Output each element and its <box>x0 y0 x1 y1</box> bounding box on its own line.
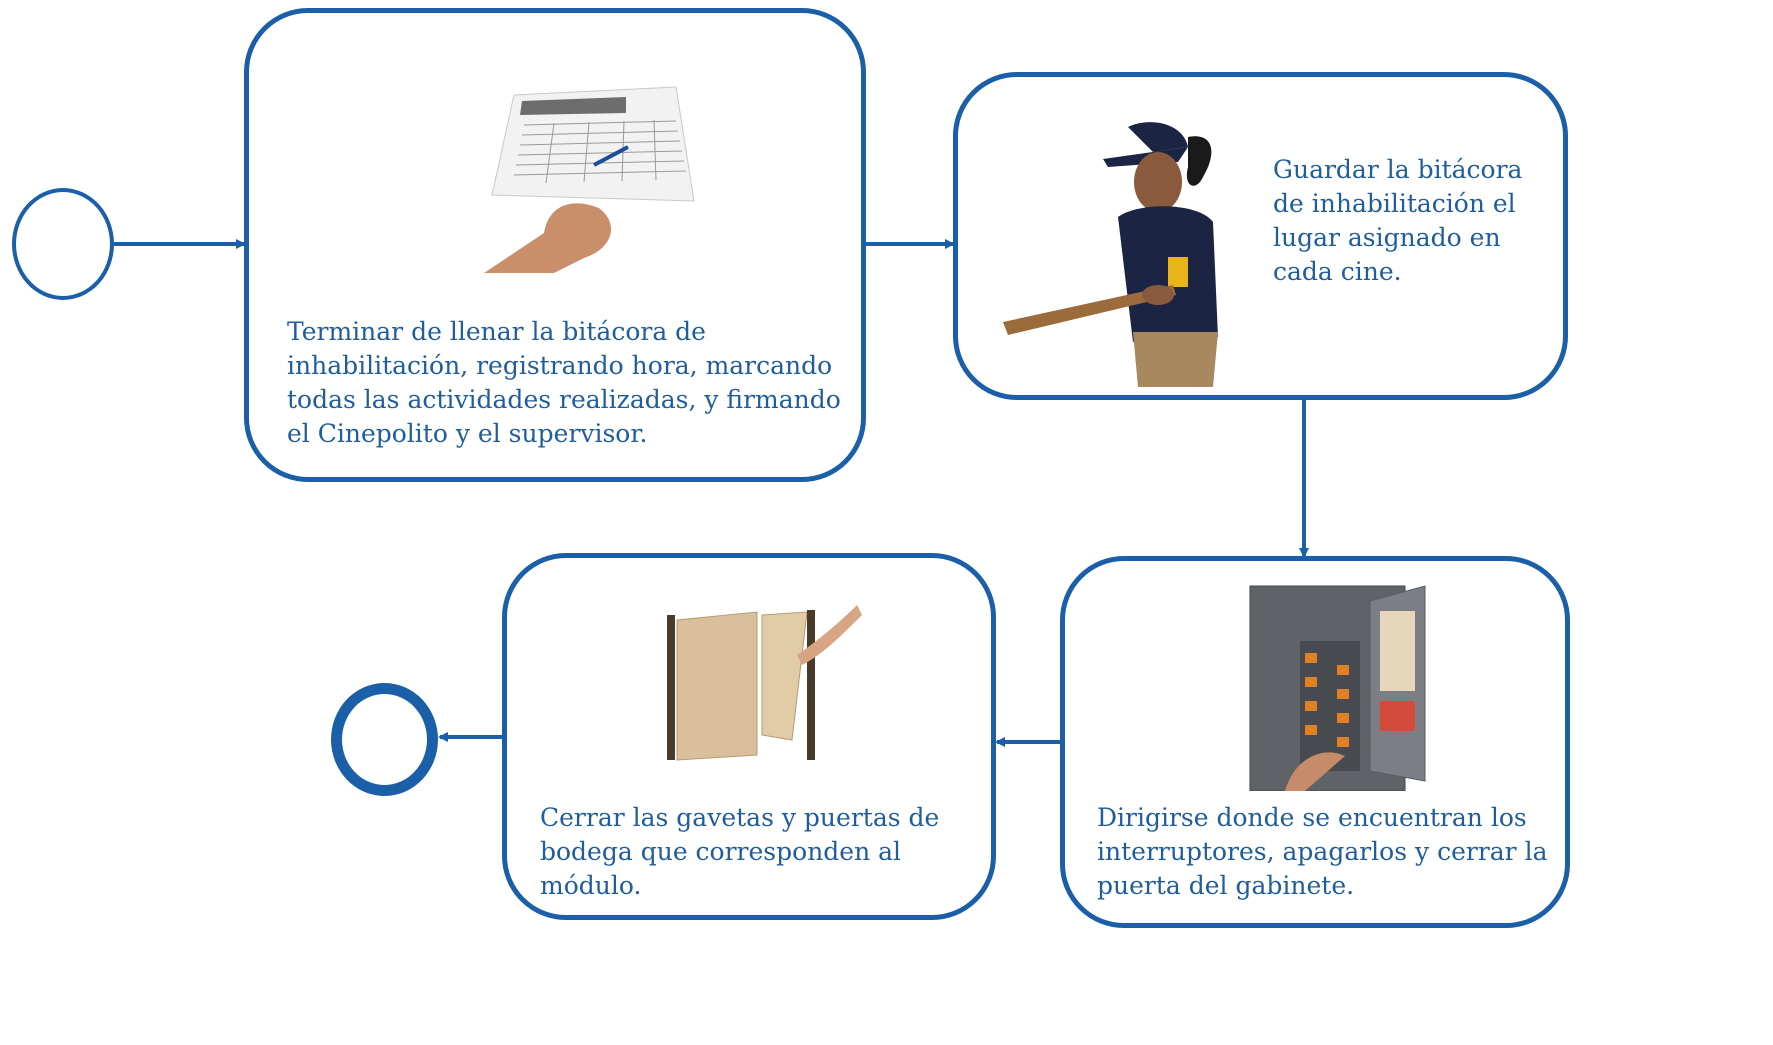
start-event-icon <box>12 188 114 300</box>
step-switch-off-text: Dirigirse donde se encuentran los interr… <box>1097 803 1548 900</box>
step-store-log: Guardar la bitácora de inhabilitación el… <box>953 72 1568 400</box>
step-close-drawers: Cerrar las gavetas y puertas de bodega q… <box>502 553 996 920</box>
end-event-icon <box>331 683 438 796</box>
employee-holding-log-illustration <box>1003 122 1218 387</box>
step-switch-off: Dirigirse donde se encuentran los interr… <box>1060 556 1570 928</box>
step-close-drawers-text: Cerrar las gavetas y puertas de bodega q… <box>540 803 940 900</box>
step-fill-log: Terminar de llenar la bitácora de inhabi… <box>244 8 866 482</box>
step-store-log-text: Guardar la bitácora de inhabilitación el… <box>1273 155 1523 286</box>
breaker-panel-illustration <box>1249 585 1426 791</box>
step-fill-log-text: Terminar de llenar la bitácora de inhabi… <box>287 317 841 448</box>
storage-cabinet-illustration <box>667 605 862 761</box>
log-signing-illustration <box>484 86 695 273</box>
